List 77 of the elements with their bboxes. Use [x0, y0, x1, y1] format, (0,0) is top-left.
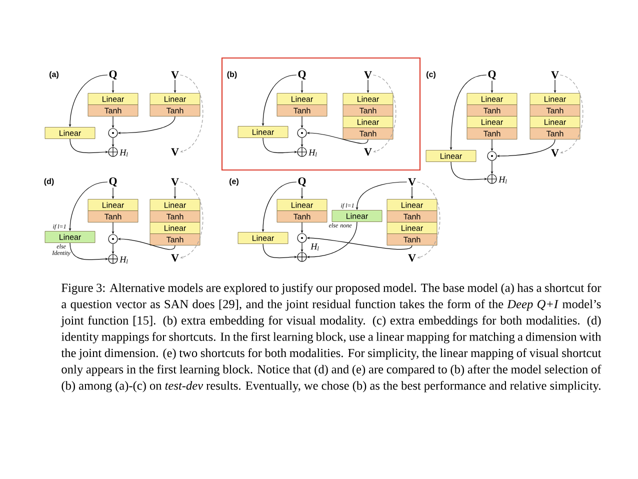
sum-symbol	[486, 174, 498, 184]
linear-box: Linear	[88, 199, 138, 211]
tanh-box: Tanh	[150, 234, 200, 246]
linear-box: Linear	[276, 199, 328, 211]
linear-box: Linear	[150, 199, 200, 211]
input-symbol: V	[171, 71, 179, 79]
linear-box: Linear	[466, 116, 518, 128]
panel-label: (a)	[50, 71, 58, 79]
input-symbol: V	[171, 148, 179, 156]
product-symbol	[297, 233, 307, 243]
input-symbol: V	[408, 178, 416, 186]
linear-box: Linear	[276, 93, 328, 105]
dashed-arrow	[416, 182, 440, 258]
output-label: H$_{l}$	[308, 150, 317, 156]
dashed-arrow	[180, 74, 204, 152]
linear-box: Linear	[386, 199, 438, 211]
input-symbol: Q	[488, 70, 496, 80]
input-symbol: V	[364, 148, 372, 156]
panel-label: (e)	[230, 178, 238, 186]
tanh-box: Tanh	[530, 104, 580, 116]
product-symbol	[487, 151, 497, 161]
output-label: H$_{l}$	[120, 256, 128, 264]
sum-symbol	[108, 146, 118, 158]
sum-symbol	[296, 252, 308, 262]
sum-symbol	[108, 254, 118, 264]
linear-box: Linear	[150, 222, 200, 234]
dashed-arrow	[180, 182, 204, 258]
output-label: H$_{l}$	[120, 150, 128, 156]
caption: Figure 3: Alternative models are explored to justify our proposed model. The base model (a) has a shortcut for a question vector as SAN does [29], and the joint residual function takes the form of the Deep Q+I model’s joint function [15]. (b) extra embedding for visual modality. (c) extra embeddings for both modalities. (d) identity mappings for shortcuts. In the first learning block, use a linear mapping for matching a dimension with the joint dimension. (e) two shortcuts for both modalities. For simplicity, the linear mapping of visual shortcut only appears in the first learning block. Notice that (d) and (e) are compared to (b) after the model selection of (b) among (a)-(c) on test-dev results. Eventually, we chose (b) as the best performance and relative simplicity.	[60, 283, 602, 392]
tanh-box: Tanh	[276, 104, 328, 116]
panel-label: (b)	[227, 71, 237, 79]
tanh-box: Tanh	[386, 234, 438, 246]
linear-box: Linear	[332, 210, 382, 222]
linear-box: Linear	[426, 150, 476, 162]
tanh-box: Tanh	[88, 104, 138, 116]
input-symbol: V	[551, 71, 559, 79]
tanh-box: Tanh	[150, 210, 200, 222]
input-symbol: Q	[298, 70, 306, 80]
input-symbol: V	[171, 178, 179, 186]
linear-box: Linear	[44, 231, 96, 243]
output-label: H$_{l}$	[498, 176, 507, 184]
output-label: H$_{l}$	[310, 244, 319, 250]
panel-label: (c)	[426, 71, 436, 79]
panel-label: (d)	[44, 178, 54, 186]
linear-box: Linear	[44, 127, 96, 139]
input-symbol: V	[171, 254, 179, 262]
linear-box: Linear	[238, 126, 288, 138]
tanh-box: Tanh	[386, 210, 438, 222]
input-symbol: Q	[109, 70, 117, 80]
sum-symbol	[296, 146, 308, 158]
tanh-box: Tanh	[342, 104, 394, 116]
tanh-box: Tanh	[466, 128, 518, 140]
input-symbol: V	[408, 254, 416, 262]
linear-box: Linear	[342, 116, 394, 128]
tanh-box: Tanh	[530, 128, 580, 140]
linear-box: Linear	[466, 93, 518, 105]
linear-box: Linear	[150, 93, 200, 105]
product-symbol	[297, 128, 307, 138]
linear-box: Linear	[342, 93, 394, 105]
linear-box: Linear	[386, 222, 438, 234]
tanh-box: Tanh	[276, 210, 328, 222]
product-symbol	[108, 128, 118, 138]
linear-box: Linear	[530, 116, 580, 128]
linear-box: Linear	[88, 93, 138, 105]
input-symbol: Q	[298, 177, 306, 187]
dashed-arrow	[560, 74, 584, 154]
product-symbol	[108, 234, 118, 244]
tanh-box: Tanh	[150, 104, 200, 116]
input-symbol: V	[364, 71, 372, 79]
tanh-box: Tanh	[466, 104, 518, 116]
dashed-arrow	[372, 74, 396, 152]
tanh-box: Tanh	[88, 210, 138, 222]
input-symbol: V	[551, 149, 559, 157]
tanh-box: Tanh	[342, 128, 394, 140]
input-symbol: Q	[109, 177, 117, 187]
linear-box: Linear	[238, 232, 288, 244]
linear-box: Linear	[530, 93, 580, 105]
